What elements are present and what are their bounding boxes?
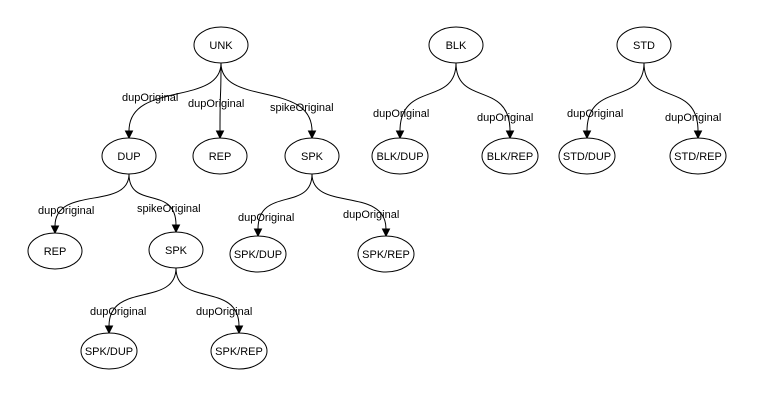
arrowhead-icon (234, 325, 244, 335)
arrowhead-icon (693, 130, 703, 140)
node-label: SPK/REP (215, 346, 263, 358)
node-spkdup1: SPK/DUP (229, 235, 287, 273)
node-label: UNK (209, 40, 233, 52)
node-ellipse (371, 137, 429, 175)
node-ellipse (148, 231, 204, 269)
arrowhead-icon (215, 130, 225, 140)
node-rep1: REP (192, 137, 248, 175)
node-spkdup2: SPK/DUP (80, 332, 138, 370)
node-ellipse (616, 26, 672, 64)
node-label: SPK (301, 151, 324, 163)
node-ellipse (192, 137, 248, 175)
arrowhead-icon (124, 130, 134, 140)
edge-dup-to-spk2 (128, 173, 177, 227)
node-spkrep1: SPK/REP (357, 235, 415, 273)
arrowhead-icon (50, 225, 60, 235)
node-ellipse (669, 137, 727, 175)
edge-label: dupOriginal (665, 112, 721, 124)
edge-spk2-to-spkrep2 (175, 267, 240, 328)
edge-label: dupOriginal (122, 92, 178, 104)
edge-std-to-stdrep (643, 62, 699, 133)
node-unk: UNK (193, 26, 249, 64)
edge-label: dupOriginal (196, 306, 252, 318)
arrowhead-icon (307, 130, 317, 140)
node-label: STD (633, 40, 655, 52)
edge-label: spikeOriginal (270, 102, 334, 114)
edge-blk-to-blkdup (399, 62, 457, 133)
edge-unk-to-rep1 (219, 62, 222, 133)
arrowhead-icon (381, 228, 391, 238)
edge-label: dupOriginal (38, 205, 94, 217)
edge-spk1-to-spkdup1 (257, 173, 313, 231)
node-stddup: STD/DUP (558, 137, 616, 175)
node-label: SPK/DUP (85, 346, 133, 358)
node-label: SPK/REP (362, 249, 410, 261)
node-blk: BLK (428, 26, 484, 64)
node-dup: DUP (101, 137, 157, 175)
node-spk2: SPK (148, 231, 204, 269)
edge-label: dupOriginal (238, 212, 294, 224)
node-spk1: SPK (284, 137, 340, 175)
node-spkrep2: SPK/REP (210, 332, 268, 370)
node-ellipse (210, 332, 268, 370)
edge-label: dupOriginal (188, 98, 244, 110)
arrowhead-icon (505, 130, 515, 140)
arrowhead-icon (104, 325, 114, 335)
arrowhead-icon (395, 130, 405, 140)
edge-dup-to-rep2 (54, 173, 130, 228)
node-ellipse (80, 332, 138, 370)
node-ellipse (101, 137, 157, 175)
arrowhead-icon (253, 228, 263, 238)
node-ellipse (229, 235, 287, 273)
arrowhead-icon (171, 224, 181, 234)
node-label: SPK (165, 245, 188, 257)
node-label: BLK/REP (487, 151, 533, 163)
edge-label: spikeOriginal (137, 203, 201, 215)
node-rep2: REP (27, 232, 83, 270)
edge-unk-to-spk1 (220, 62, 313, 133)
node-label: BLK/DUP (376, 151, 423, 163)
edge-label: dupOriginal (373, 108, 429, 120)
node-blkrep: BLK/REP (481, 137, 539, 175)
edge-spk2-to-spkdup2 (108, 267, 177, 328)
edge-label: dupOriginal (343, 209, 399, 221)
node-std: STD (616, 26, 672, 64)
edge-label: dupOriginal (567, 108, 623, 120)
edge-blk-to-blkrep (455, 62, 511, 133)
nodes-layer: UNK DUP REP SPK REP SPK SPK/DUP SPK/REP SPK/DUP S… (27, 26, 727, 370)
node-stdrep: STD/REP (669, 137, 727, 175)
node-label: BLK (446, 40, 467, 52)
node-label: STD/DUP (563, 151, 611, 163)
node-ellipse (481, 137, 539, 175)
node-ellipse (558, 137, 616, 175)
edge-spk1-to-spkrep1 (311, 173, 387, 231)
edges-layer: dupOriginal dupOriginal spikeOriginal dupOr… (38, 62, 721, 335)
node-ellipse (27, 232, 83, 270)
node-ellipse (193, 26, 249, 64)
node-label: REP (209, 151, 232, 163)
node-ellipse (284, 137, 340, 175)
node-label: DUP (117, 151, 140, 163)
edge-std-to-stddup (586, 62, 645, 133)
node-label: REP (44, 246, 67, 258)
node-label: STD/REP (674, 151, 722, 163)
edge-label: dupOriginal (477, 112, 533, 124)
edge-unk-to-dup (128, 62, 222, 133)
node-blkdup: BLK/DUP (371, 137, 429, 175)
arrowhead-icon (582, 130, 592, 140)
node-ellipse (428, 26, 484, 64)
edge-label: dupOriginal (90, 306, 146, 318)
node-ellipse (357, 235, 415, 273)
node-label: SPK/DUP (234, 249, 282, 261)
